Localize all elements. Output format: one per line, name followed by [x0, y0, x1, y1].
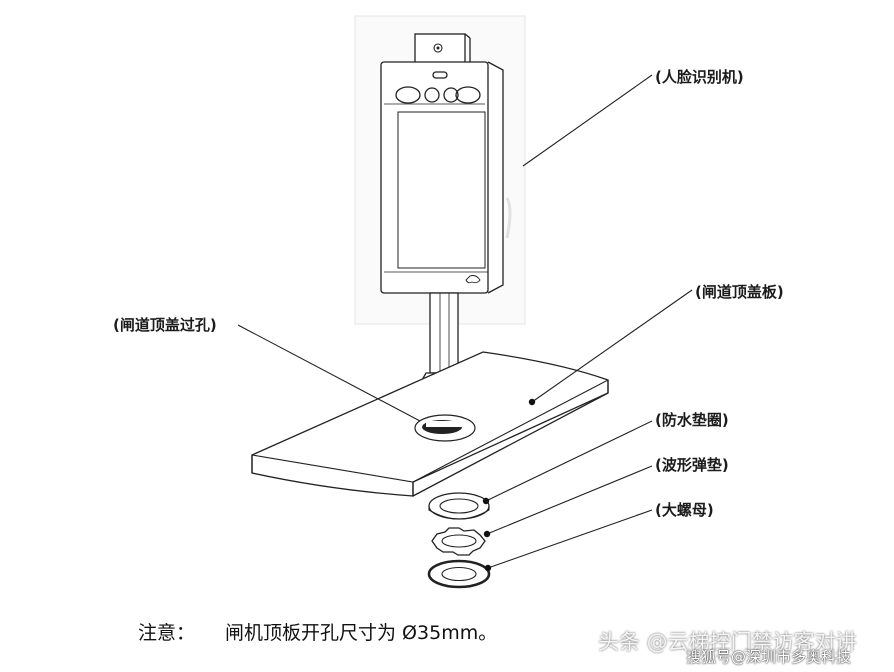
top-camera-module	[414, 33, 471, 65]
watermark-sohu: 搜狐号@深圳市多奥科技	[686, 648, 852, 666]
label-cover-hole: (闸道顶盖过孔)	[113, 316, 217, 334]
note-text: 闸机顶板开孔尺寸为 Ø35mm。	[225, 622, 498, 644]
label-big-nut: (大螺母)	[655, 501, 714, 519]
label-wave-spring-washer: (波形弹垫)	[655, 456, 729, 474]
label-waterproof-ring: (防水垫圈)	[655, 411, 729, 429]
wave-spring-washer	[431, 527, 486, 556]
note-prefix: 注意：	[138, 622, 196, 644]
waterproof-ring	[428, 492, 490, 520]
label-face-recognizer: (人脸识别机)	[655, 68, 744, 86]
label-gate-top-cover: (闸道顶盖板)	[695, 283, 784, 301]
face-recognition-terminal	[380, 61, 512, 294]
watermark-toutiao: 头条 @云梯控门禁访客对讲	[598, 630, 857, 654]
leader-lines	[237, 74, 693, 569]
big-nut	[427, 559, 491, 589]
installation-note: 注意： 闸机顶板开孔尺寸为 Ø35mm。	[138, 618, 497, 645]
cover-hole	[414, 414, 476, 442]
